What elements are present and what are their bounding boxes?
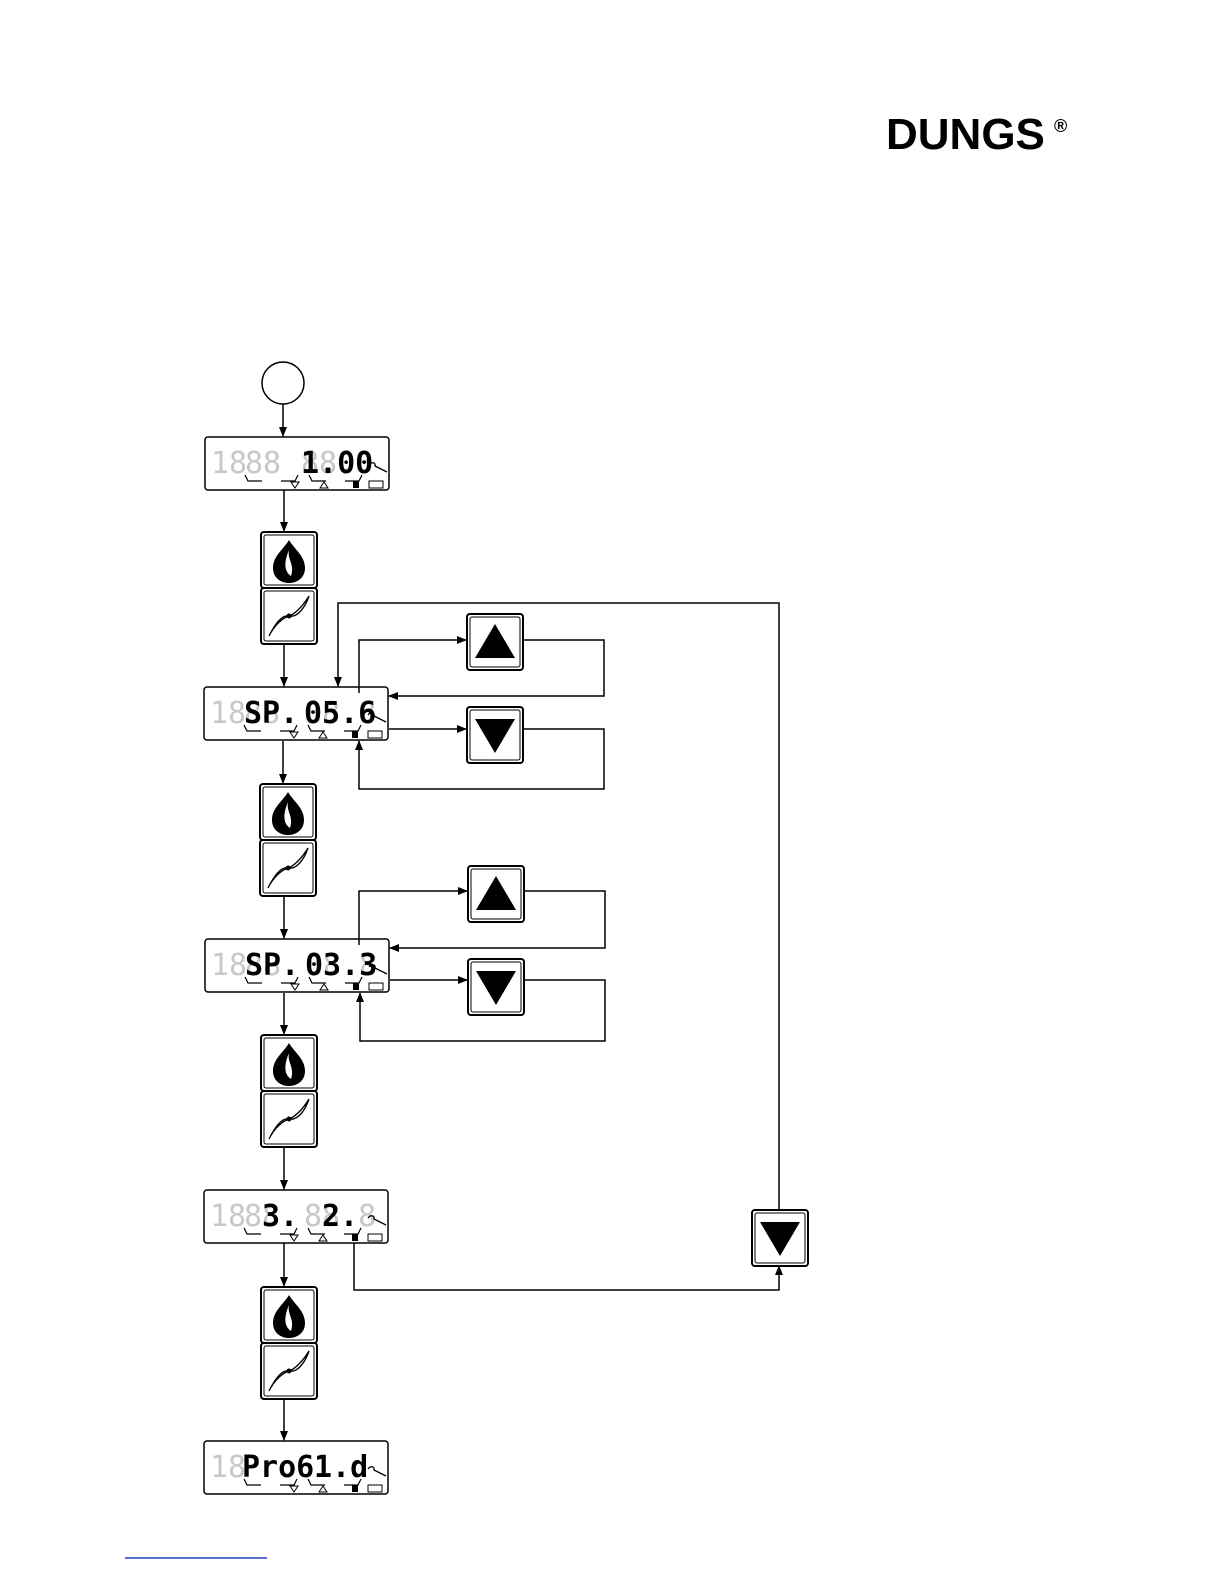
lcd-display-2: 18 88 SP. 88.8 05.6 — [204, 687, 388, 740]
flame-button-2[interactable] — [260, 784, 316, 840]
lcd-display-3: 18 88 SP. 88.8 03.3 — [205, 939, 389, 992]
svg-text:18: 18 — [210, 696, 246, 731]
lcd-sub-value: Pro6 — [242, 1450, 314, 1485]
logo-registered-mark: ® — [1054, 116, 1067, 136]
flow-arrow — [354, 1243, 779, 1290]
fan-button-4[interactable] — [261, 1343, 317, 1399]
fan-button-2[interactable] — [260, 840, 316, 896]
lcd-main-value: 1.00 — [301, 446, 373, 481]
svg-text:88: 88 — [245, 446, 281, 481]
up-button-1[interactable] — [467, 614, 523, 670]
lcd-main-value: 05.6 — [304, 696, 376, 731]
flow-arrow — [338, 603, 779, 1209]
down-button-1[interactable] — [467, 707, 523, 763]
svg-text:18: 18 — [211, 446, 247, 481]
lcd-sub-value: SP. — [245, 948, 299, 983]
flame-button-4[interactable] — [261, 1287, 317, 1343]
down-button-return[interactable] — [752, 1210, 808, 1266]
svg-text:18: 18 — [210, 1199, 246, 1234]
flame-button-3[interactable] — [261, 1035, 317, 1091]
fan-button-1[interactable] — [261, 588, 317, 644]
lcd-display-5: 18 Pro6 1.d — [204, 1441, 388, 1494]
svg-text:18: 18 — [211, 948, 247, 983]
svg-text:18: 18 — [210, 1450, 246, 1485]
flame-button-1[interactable] — [261, 532, 317, 588]
lcd-sub-value: SP. — [244, 696, 298, 731]
down-button-2[interactable] — [468, 959, 524, 1015]
lcd-sub-value: 3. — [262, 1199, 298, 1234]
flow-arrow — [359, 891, 467, 945]
flow-arrow — [359, 640, 466, 693]
fan-button-3[interactable] — [261, 1091, 317, 1147]
start-circle-icon — [262, 362, 304, 404]
dungs-logo: DUNGS ® — [886, 110, 1067, 159]
lcd-main-value: 03.3 — [305, 948, 377, 983]
logo-text: DUNGS — [886, 110, 1045, 159]
lcd-main-value: 2. — [322, 1199, 358, 1234]
lcd-display-1: 18 88 88.8 1.00 — [205, 437, 389, 490]
lcd-display-4: 18 88 3. 88.8 2. — [204, 1190, 388, 1243]
up-button-2[interactable] — [468, 866, 524, 922]
